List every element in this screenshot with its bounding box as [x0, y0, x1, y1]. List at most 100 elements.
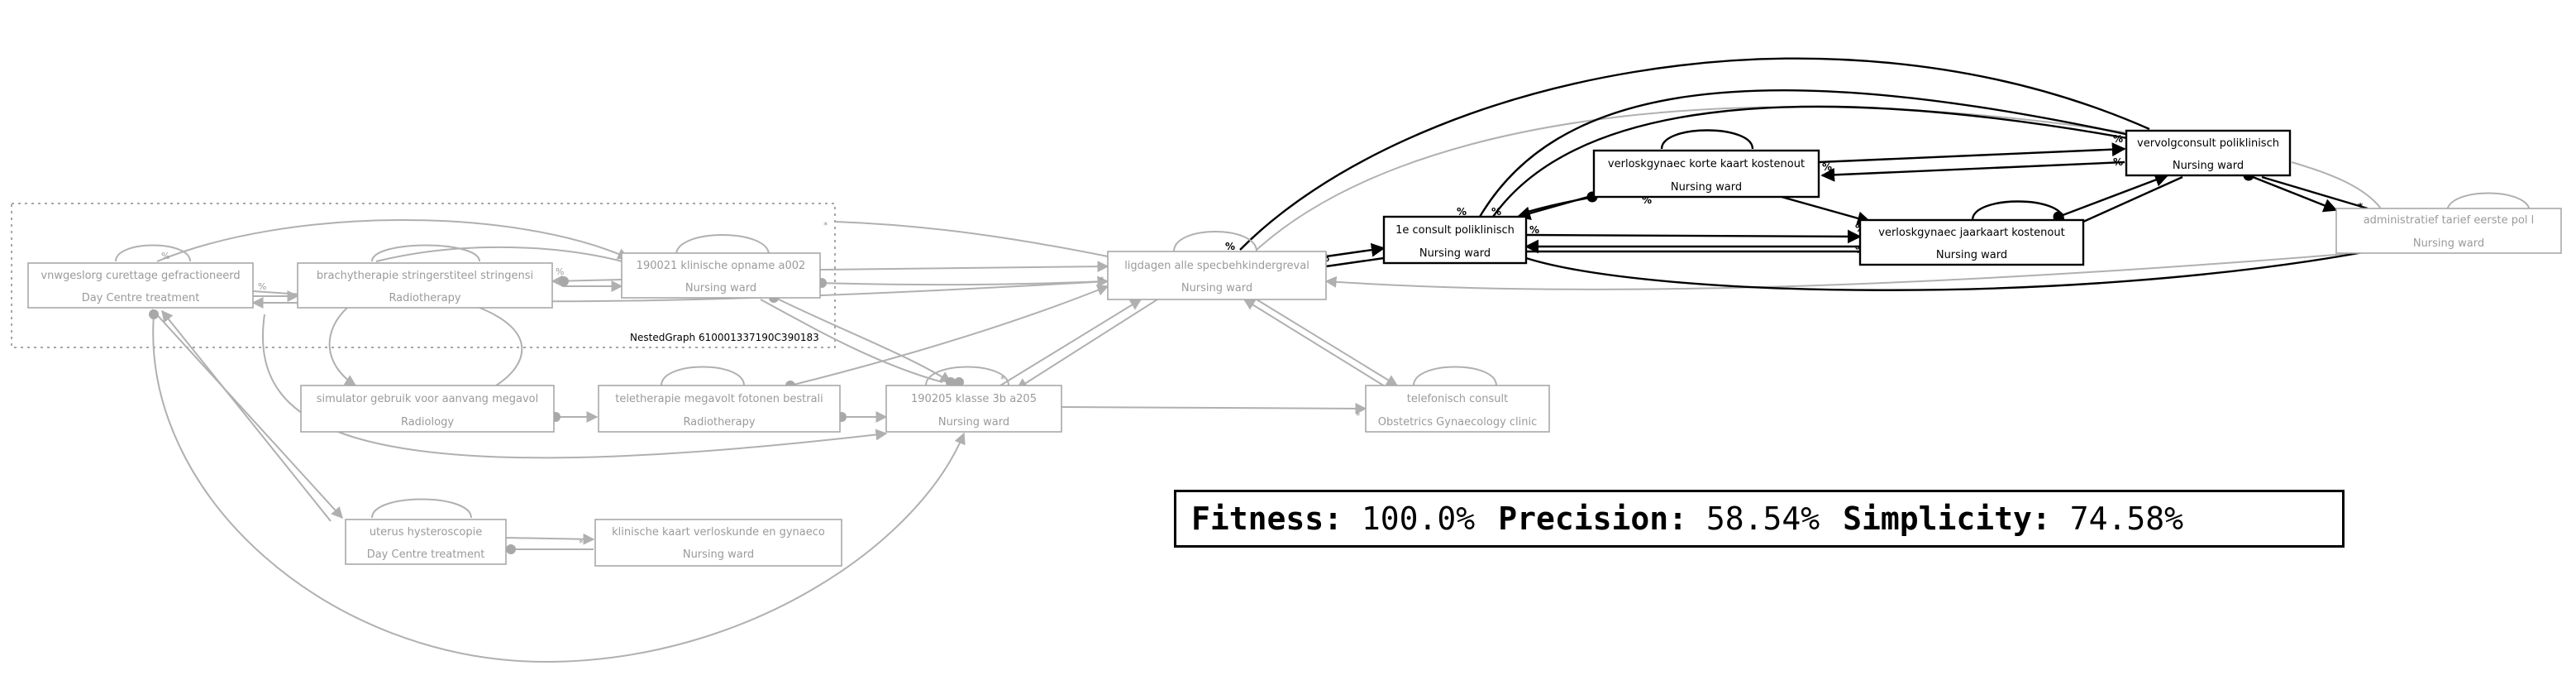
edge-cluster-n4: [834, 221, 1109, 257]
activity-node[interactable]: klinische kaart verloskunde en gynaeco N…: [594, 519, 842, 567]
node-title: telefonisch consult: [1407, 393, 1508, 405]
edge-n2-n5: [328, 307, 357, 386]
node-subtitle: Radiology: [401, 416, 454, 429]
node-title: administratief tarief eerste pol l: [2364, 214, 2535, 227]
edge-mark: *: [579, 538, 584, 548]
node-subtitle: Obstetrics Gynaecology clinic: [1378, 416, 1538, 429]
node-title: 190021 klinische opname a002: [637, 260, 806, 272]
node-subtitle: Nursing ward: [2413, 237, 2484, 250]
edge-n15-n11: [1525, 250, 2368, 291]
edges-dark: [1239, 57, 2368, 291]
loop-n13: [1971, 200, 2065, 221]
fitness-label: Fitness:: [1191, 500, 1343, 537]
node-title: simulator gebruik voor aanvang megavol: [317, 393, 538, 405]
activity-node[interactable]: vnwgeslorg curettage gefractioneerd Day …: [27, 262, 254, 309]
loop-n3: [675, 234, 770, 256]
edge-n12-n11: [1516, 194, 1595, 220]
node-title: teletherapie megavolt fotonen bestrali: [615, 393, 823, 405]
activity-node[interactable]: brachytherapie stringerstiteel stringens…: [297, 262, 553, 309]
activity-node[interactable]: 1e consult poliklinisch Nursing ward: [1382, 215, 1528, 265]
edge-n8-n4: [1243, 299, 1390, 390]
edge-n14-n12: [1820, 160, 2125, 182]
node-title: 1e consult poliklinisch: [1395, 224, 1515, 237]
edge-n11-n14-arc2: [1492, 105, 2143, 218]
node-subtitle: Nursing ward: [1671, 181, 1742, 194]
edge-mark: %: [1457, 206, 1467, 218]
edge-n1-n7: [261, 314, 888, 459]
edge-n7-n8: [1061, 402, 1367, 414]
edge-n3-n7: [775, 297, 952, 383]
precision-value: 58.54%: [1705, 500, 1820, 537]
edge-n1-n7-bottom: [152, 314, 966, 663]
edge-mark: *: [1000, 374, 1005, 385]
simplicity-label: Simplicity:: [1843, 500, 2051, 537]
activity-node[interactable]: teletherapie megavolt fotonen bestrali R…: [598, 385, 841, 433]
edge-n12-n13: [1775, 194, 1872, 226]
activity-node[interactable]: ligdagen alle specbehkindergreval Nursin…: [1107, 251, 1327, 300]
node-title: vervolgconsult poliklinisch: [2137, 137, 2279, 150]
node-title: verloskgynaec jaarkaart kostenout: [1878, 227, 2064, 239]
edge-mark: %: [1491, 206, 1501, 218]
node-subtitle: Nursing ward: [1419, 247, 1491, 260]
node-title: klinische kaart verloskunde en gynaeco: [612, 526, 825, 539]
activity-node[interactable]: vervolgconsult poliklinisch Nursing ward: [2125, 129, 2292, 177]
edge-n9-n1: [161, 309, 332, 522]
edge-n4-n8: [1256, 299, 1399, 386]
activity-node[interactable]: verloskgynaec korte kaart kostenout Nurs…: [1592, 149, 1820, 199]
loop-n2: [371, 244, 480, 262]
edge-n13-n14-b: [2082, 175, 2183, 223]
activity-node[interactable]: uterus hysteroscopie Day Centre treatmen…: [345, 519, 507, 565]
edge-n4-n11: [1325, 242, 1386, 258]
edge-mark: %: [1822, 161, 1832, 173]
edge-n14-n15-faded: [2291, 161, 2382, 209]
nodes: vnwgeslorg curettage gefractioneerd Day …: [27, 129, 2562, 567]
edge-mark: %: [258, 281, 266, 292]
edge-dots-faded: [149, 276, 964, 554]
node-title: 190205 klasse 3b a205: [911, 393, 1037, 405]
edge-mark: %: [2113, 133, 2123, 145]
loop-n8: [1413, 366, 1497, 386]
node-subtitle: Nursing ward: [685, 282, 756, 295]
edge-n14-n15-b: [2261, 175, 2368, 210]
node-subtitle: Day Centre treatment: [82, 292, 200, 304]
node-subtitle: Nursing ward: [1936, 249, 2007, 261]
loop-n1: [115, 244, 191, 262]
simplicity-value: 74.58%: [2069, 500, 2183, 537]
edge-n11-n13: [1525, 229, 1862, 244]
node-title: uterus hysteroscopie: [370, 526, 482, 539]
loop-n15: [2446, 192, 2531, 213]
loop-n6: [661, 366, 745, 386]
node-title: ligdagen alle specbehkindergreval: [1124, 260, 1309, 272]
edge-mark: %: [1529, 224, 1539, 236]
edge-n3-n7-b: [760, 299, 943, 383]
edge-mark: *: [1100, 275, 1104, 285]
edge-mark: *: [1356, 410, 1361, 421]
activity-node[interactable]: verloskgynaec jaarkaart kostenout Nursin…: [1858, 218, 2085, 266]
node-title: vnwgeslorg curettage gefractioneerd: [41, 270, 240, 282]
edge-n4-n14-arc: [1239, 57, 2150, 251]
activity-node[interactable]: administratief tarief eerste pol l Nursi…: [2335, 208, 2562, 254]
node-subtitle: Nursing ward: [938, 416, 1009, 429]
edge-n7-n4: [999, 299, 1143, 386]
node-subtitle: Nursing ward: [683, 548, 754, 561]
node-subtitle: Radiotherapy: [683, 416, 755, 429]
edge-n12-n14: [1818, 142, 2126, 164]
edge-n13-n14: [2058, 173, 2169, 218]
edge-mark: *: [2358, 201, 2364, 213]
node-subtitle: Day Centre treatment: [367, 548, 485, 561]
edge-mark: %: [1225, 241, 1235, 252]
nested-graph-label: NestedGraph 610001337190C390183: [630, 332, 819, 343]
edge-mark: %: [556, 266, 564, 277]
activity-node[interactable]: telefonisch consult Obstetrics Gynaecolo…: [1365, 385, 1550, 433]
edge-n2-n5-b: [479, 307, 523, 386]
activity-node[interactable]: 190205 klasse 3b a205 Nursing ward: [885, 385, 1062, 433]
loop-n7: [925, 366, 1009, 386]
node-title: verloskgynaec korte kaart kostenout: [1608, 158, 1805, 170]
edge-mark: %: [161, 251, 169, 261]
edge-n11-n14-arc1: [1478, 89, 2134, 218]
activity-node[interactable]: simulator gebruik voor aanvang megavol R…: [300, 385, 555, 433]
activity-node[interactable]: 190021 klinische opname a002 Nursing war…: [621, 252, 821, 299]
precision-label: Precision:: [1498, 500, 1687, 537]
loop-n9: [371, 498, 472, 519]
